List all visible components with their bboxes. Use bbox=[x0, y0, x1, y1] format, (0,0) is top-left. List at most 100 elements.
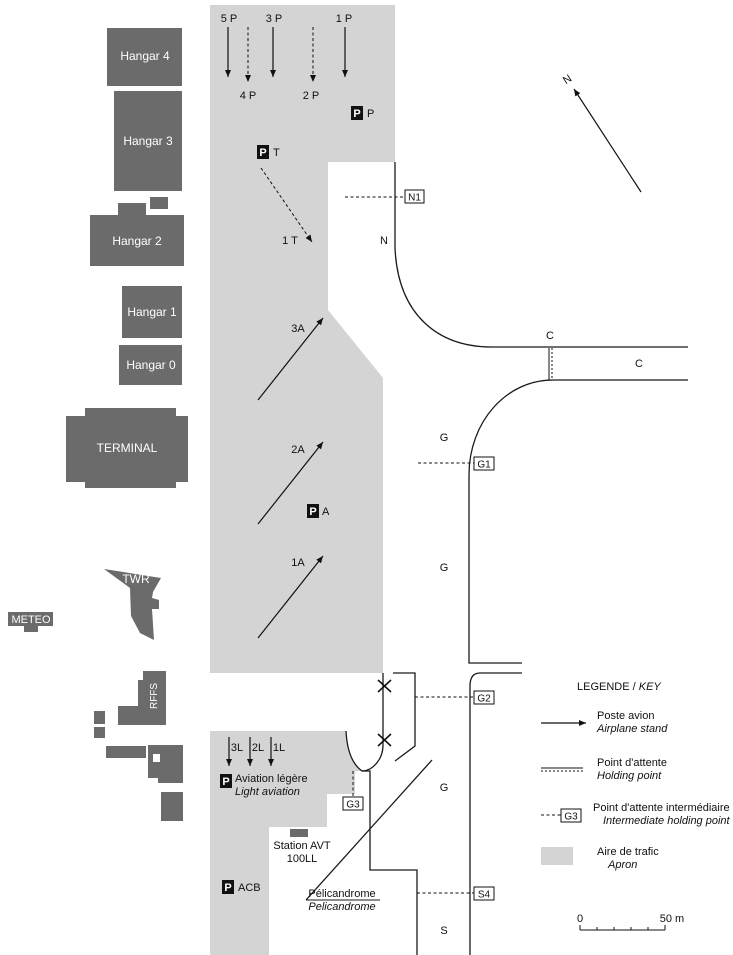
hangar-0 bbox=[119, 345, 182, 385]
terminal-label: TERMINAL bbox=[97, 441, 158, 455]
legend: LEGENDE / KEY Poste avion Airplane stand… bbox=[541, 681, 731, 931]
g1-holding-label: G1 bbox=[477, 460, 491, 471]
closed-marker-2 bbox=[377, 733, 392, 747]
parking-t-label: T bbox=[273, 147, 280, 159]
parking-acb-label: ACB bbox=[238, 882, 261, 894]
scale-zero-label: 0 bbox=[577, 913, 583, 925]
g2-holding-label: G2 bbox=[477, 694, 491, 705]
stand-1a-label: 1A bbox=[291, 557, 305, 569]
stand-3a-arrow bbox=[257, 317, 324, 401]
g3-holding-box bbox=[342, 796, 364, 811]
stand-2l-label: 2L bbox=[252, 742, 264, 754]
legend-apron-fr: Aire de trafic bbox=[597, 846, 659, 858]
small-building-d bbox=[148, 745, 183, 783]
taxiway-n-c-edge bbox=[394, 162, 688, 348]
n1-holding-label: N1 bbox=[408, 193, 421, 204]
legend-apron-en: Apron bbox=[607, 859, 637, 871]
hangar-3-label: Hangar 3 bbox=[123, 134, 173, 148]
taxiway-g-label-1: G bbox=[440, 432, 449, 444]
stand-1a-arrow bbox=[257, 555, 324, 639]
pelicandrome-line bbox=[305, 759, 433, 901]
small-building-d-window bbox=[153, 754, 160, 762]
stand-2a-label: 2A bbox=[291, 444, 305, 456]
north-arrow-label: N bbox=[561, 73, 574, 87]
hangar-2-annex-b bbox=[150, 197, 168, 209]
twr-label: TWR bbox=[122, 572, 150, 586]
hangar-1 bbox=[122, 286, 182, 338]
legend-inter-box-label: G3 bbox=[564, 812, 578, 823]
meteo-annex bbox=[24, 626, 38, 632]
stand-1p-label: 1 P bbox=[336, 13, 353, 25]
hangar-4 bbox=[107, 28, 182, 86]
hangar-0-label: Hangar 0 bbox=[126, 358, 176, 372]
stand-4p-label: 4 P bbox=[240, 90, 257, 102]
holding-apron-bottom-edge bbox=[362, 770, 418, 955]
light-aviation-apron bbox=[210, 731, 362, 955]
parking-acb-symbol: P bbox=[224, 882, 231, 894]
stand-1t-label: 1 T bbox=[282, 235, 298, 247]
control-tower bbox=[104, 569, 161, 640]
legend-stand-fr: Poste avion bbox=[597, 710, 654, 722]
rffs-label: RFFS bbox=[149, 683, 160, 709]
taxiway-g-s-edge bbox=[469, 672, 522, 955]
hangar-1-label: Hangar 1 bbox=[127, 305, 177, 319]
taxiway-edges bbox=[305, 162, 688, 955]
hangar-2-label: Hangar 2 bbox=[112, 234, 162, 248]
small-building-e bbox=[161, 792, 183, 821]
parking-a-symbol: P bbox=[309, 506, 316, 518]
taxiway-c-right-label: C bbox=[635, 358, 643, 370]
parking-acb-icon bbox=[222, 880, 234, 894]
legend-apron-swatch bbox=[541, 847, 573, 865]
taxiway-c-top-label: C bbox=[546, 330, 554, 342]
taxiway-n-label: N bbox=[380, 235, 388, 247]
stand-3l-label: 3L bbox=[231, 742, 243, 754]
taxiway-c-g-edge bbox=[468, 379, 688, 664]
main-apron bbox=[210, 5, 395, 673]
stand-3p-label: 3 P bbox=[266, 13, 283, 25]
n1-holding-box bbox=[404, 189, 425, 204]
parking-t-symbol: P bbox=[259, 147, 266, 159]
legend-title-fr: LEGENDE / bbox=[577, 681, 639, 693]
g2-holding-box bbox=[473, 690, 495, 705]
taxiway-s-label: S bbox=[440, 925, 447, 937]
legend-inter-fr: Point d'attente intermédiaire bbox=[593, 802, 730, 814]
legend-hold-fr: Point d'attente bbox=[597, 757, 667, 769]
stand-5p-label: 5 P bbox=[221, 13, 238, 25]
small-building-c bbox=[106, 746, 146, 758]
holding-apron-inner-edge bbox=[345, 673, 384, 772]
taxiway-g-label-2: G bbox=[440, 562, 449, 574]
legend-title-en: KEY bbox=[639, 681, 662, 693]
scale-bar bbox=[579, 925, 666, 931]
fuel-station-label-2: 100LL bbox=[287, 853, 318, 865]
stand-1l-label: 1L bbox=[273, 742, 285, 754]
hangar-4-label: Hangar 4 bbox=[120, 49, 170, 63]
stand-1t-arrow bbox=[260, 167, 313, 243]
fuel-station-label: Station AVT bbox=[273, 840, 331, 852]
closed-marker-1 bbox=[377, 679, 392, 693]
scale-50-label: 50 m bbox=[660, 913, 684, 925]
legend-inter-en: Intermediate holding point bbox=[603, 815, 731, 827]
meteo-building bbox=[8, 612, 53, 626]
north-arrow bbox=[573, 88, 642, 193]
stand-2p-label: 2 P bbox=[303, 90, 320, 102]
parking-p-icon bbox=[351, 106, 363, 120]
buildings bbox=[8, 28, 308, 837]
hangar-2 bbox=[90, 215, 184, 266]
small-building-a bbox=[94, 711, 105, 724]
legend-hold-en: Holding point bbox=[597, 770, 662, 782]
hangar-2-annex-a bbox=[118, 203, 146, 215]
g3-holding-label: G3 bbox=[346, 800, 360, 811]
s4-holding-box bbox=[473, 886, 495, 901]
legend-stand-en: Airplane stand bbox=[596, 723, 668, 735]
parking-p-label: P bbox=[367, 108, 374, 120]
rffs-building bbox=[118, 671, 166, 725]
terminal-building bbox=[66, 408, 188, 488]
meteo-label: METEO bbox=[11, 614, 51, 626]
parking-a-label: A bbox=[322, 506, 330, 518]
parking-light-aviation-icon bbox=[220, 774, 232, 788]
pelicandrome-label-en: Pelicandrome bbox=[308, 901, 375, 913]
s4-holding-label: S4 bbox=[478, 890, 491, 901]
light-aviation-label: Aviation légère bbox=[235, 773, 308, 785]
parking-a-icon bbox=[307, 504, 319, 518]
small-building-b bbox=[94, 727, 105, 738]
